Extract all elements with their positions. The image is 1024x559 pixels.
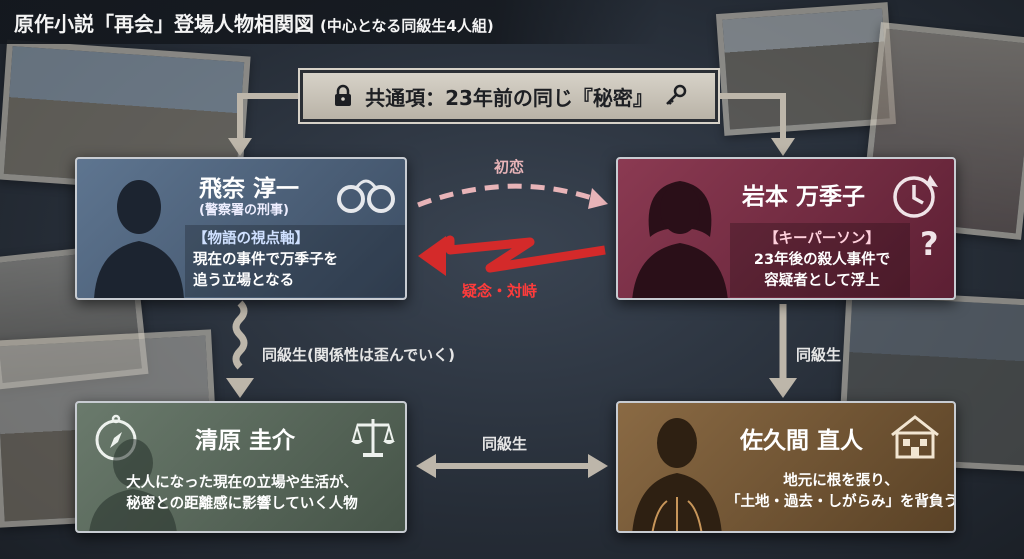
description-line-2: 追う立場となる [193, 273, 295, 289]
scales-icon [351, 419, 395, 457]
first-love-arrow [417, 183, 599, 208]
lock-icon [335, 84, 352, 106]
classmate-right-arrow [769, 304, 797, 398]
classmate-wavy-arrow [226, 300, 254, 398]
character-card-sakuma-naoto: 佐久間 直人 地元に根を張り、 「土地・過去・しがらみ」を背負う [616, 401, 956, 533]
character-card-iwamoto-makiko: 岩本 万季子 【キーパーソン】 23年後の殺人事件で 容疑者として浮上 ? [616, 157, 956, 300]
banner-connector-left [228, 93, 300, 156]
page-title: 原作小説「再会」登場人物相関図 (中心となる同級生4人組) [14, 8, 494, 37]
conflict-label: 疑念・対峙 [462, 282, 538, 300]
conflict-zigzag-arrow [418, 235, 606, 276]
character-description: 地元に根を張り、 「土地・過去・しがらみ」を背負う [726, 471, 956, 513]
rooted-silhouette [632, 418, 722, 531]
classmate-left-label: 同級生(関係性は歪んでいく) [262, 346, 455, 364]
description-panel [185, 225, 405, 297]
description-panel [730, 223, 910, 297]
character-card-tobina-junichi: 飛奈 淳一 (警察署の刑事) 【物語の視点軸】 現在の事件で万季子を 追う立場と… [75, 157, 407, 300]
character-description: 大人になった現在の立場や生活が、 秘密との距離感に影響していく人物 [77, 473, 405, 515]
male-silhouette [89, 439, 177, 531]
description-line-2: 秘密との距離感に影響していく人物 [126, 496, 358, 512]
common-secret-banner: 共通項：23年前の同じ『秘密』 [298, 68, 720, 124]
male-silhouette [94, 180, 184, 298]
character-name: 岩本 万季子 [742, 184, 866, 210]
first-love-arrowhead [588, 188, 608, 209]
handcuffs-icon [337, 179, 395, 213]
character-name: 佐久間 直人 [740, 428, 864, 454]
title-bar: 原作小説「再会」登場人物相関図 (中心となる同級生4人組) [0, 0, 660, 44]
character-description: 【キーパーソン】 23年後の殺人事件で 容疑者として浮上 [732, 229, 912, 292]
description-line-2: 「土地・過去・しがらみ」を背負う [726, 494, 956, 510]
title-main: 原作小説「再会」登場人物相関図 [14, 12, 314, 36]
clock-icon [893, 175, 938, 218]
character-name: 飛奈 淳一 [199, 176, 300, 202]
house-icon [891, 415, 939, 459]
first-love-label: 初恋 [494, 158, 525, 176]
classmate-bottom-arrow [416, 454, 608, 478]
character-card-kiyohara-keisuke: 清原 圭介 大人になった現在の立場や生活が、 秘密との距離感に影響していく人物 [75, 401, 407, 533]
character-tag: 【物語の視点軸】 [193, 231, 309, 247]
character-role: (警察署の刑事) [199, 203, 289, 218]
question-mark-icon: ? [920, 225, 939, 263]
description-line-1: 現在の事件で万季子を [193, 252, 338, 268]
character-tag: 【キーパーソン】 [764, 231, 880, 247]
description-line-1: 23年後の殺人事件で [753, 252, 891, 268]
banner-connector-right [718, 93, 795, 156]
title-sub: (中心となる同級生4人組) [320, 17, 494, 35]
description-line-1: 地元に根を張り、 [783, 473, 899, 489]
female-silhouette [632, 181, 728, 298]
classmate-right-label: 同級生 [796, 346, 842, 364]
character-description: 【物語の視点軸】 現在の事件で万季子を 追う立場となる [193, 229, 338, 292]
character-name: 清原 圭介 [195, 428, 296, 454]
description-line-1: 大人になった現在の立場や生活が、 [126, 475, 358, 491]
description-line-2: 容疑者として浮上 [764, 273, 880, 289]
key-icon [666, 84, 687, 105]
classmate-bottom-label: 同級生 [482, 435, 528, 453]
banner-text: 共通項：23年前の同じ『秘密』 [365, 85, 653, 110]
